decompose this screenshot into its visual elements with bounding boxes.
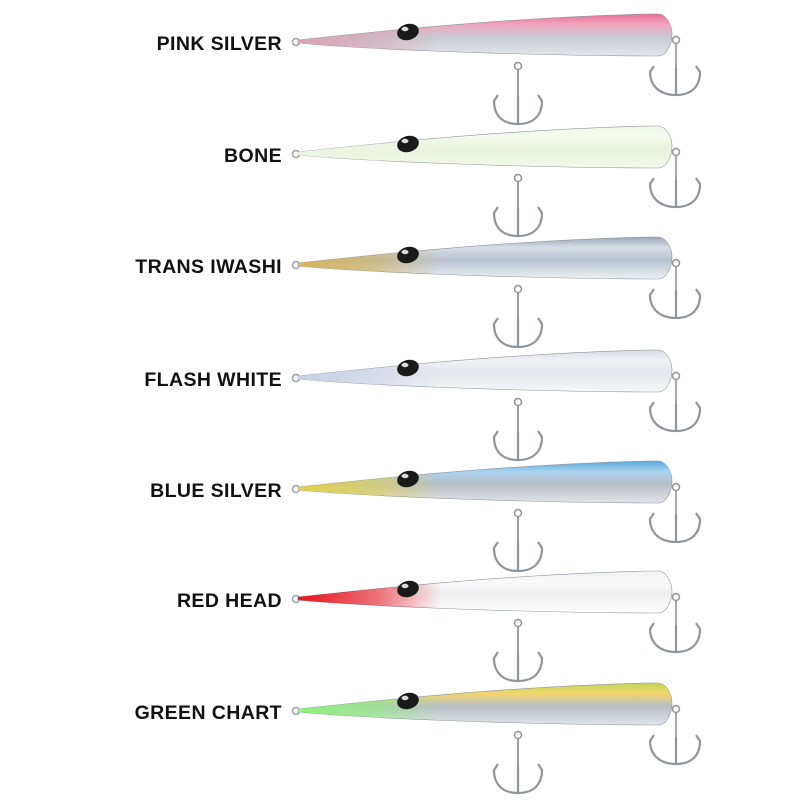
lure-color-name: TRANS IWASHI: [135, 256, 282, 278]
lure-image: [291, 236, 702, 349]
lure-row: RED HEAD: [0, 557, 800, 683]
lure-color-name: BLUE SILVER: [150, 480, 282, 502]
lure-color-name: FLASH WHITE: [144, 369, 282, 391]
lure-row: BONE: [0, 112, 800, 238]
lure-image: [291, 349, 702, 462]
lure-image: [291, 125, 702, 238]
lure-image: [291, 460, 702, 573]
lure-image: [291, 13, 702, 126]
lure-row: PINK SILVER: [0, 0, 800, 126]
lure-row: BLUE SILVER: [0, 447, 800, 573]
lure-color-name: BONE: [224, 145, 282, 167]
lure-color-name: GREEN CHART: [134, 702, 282, 724]
lure-row: FLASH WHITE: [0, 336, 800, 462]
lure-color-name: RED HEAD: [176, 590, 282, 612]
lure-row: TRANS IWASHI: [0, 223, 800, 349]
lure-color-name: PINK SILVER: [156, 33, 282, 55]
lure-image: [291, 570, 702, 683]
lure-image: [291, 682, 702, 795]
lure-row: GREEN CHART: [0, 669, 800, 795]
